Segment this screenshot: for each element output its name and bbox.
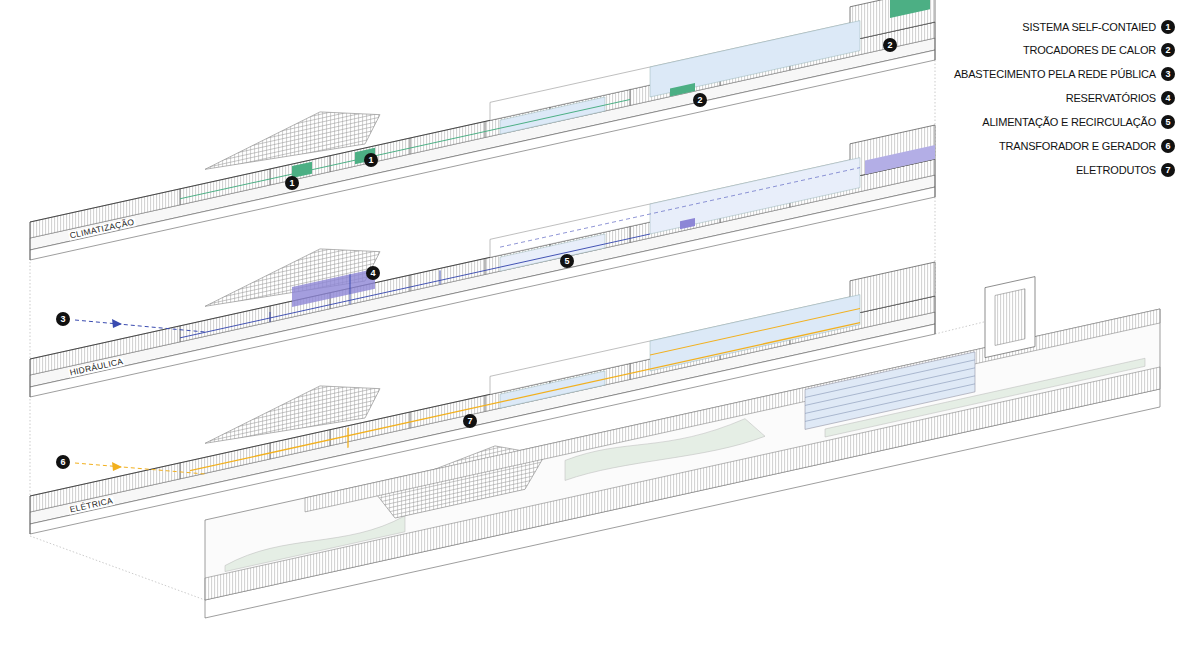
callout-text: 1	[1165, 23, 1170, 32]
callout-number: 3	[1161, 67, 1175, 81]
legend-text: ALIMENTAÇÃO E RECIRCULAÇÃO	[982, 116, 1156, 128]
callout-number: 5	[560, 254, 574, 268]
callout-text: 1	[289, 179, 294, 188]
legend-row: TROCADORES DE CALOR 2	[1023, 43, 1175, 57]
callout-text: 7	[467, 417, 472, 426]
site-base	[205, 249, 1160, 618]
supply-pipe	[75, 319, 205, 332]
callout-text: 5	[1165, 118, 1170, 127]
callout-number: 2	[1161, 43, 1175, 57]
callout-text: 2	[697, 96, 702, 105]
callout-number: 7	[463, 414, 477, 428]
callout-number: 6	[1161, 139, 1175, 153]
callout-text: 6	[1165, 142, 1170, 151]
callout-number: 2	[693, 93, 707, 107]
legend-text: ELETRODUTOS	[1076, 164, 1156, 176]
callout-text: 2	[1165, 46, 1170, 55]
callout-text: 7	[1165, 166, 1170, 175]
callout-text: 1	[368, 156, 373, 165]
callout-number: 7	[1161, 163, 1175, 177]
callout-number: 1	[285, 176, 299, 190]
callout-number: 1	[364, 153, 378, 167]
callout-text: 6	[60, 458, 65, 467]
callout-number: 6	[56, 455, 70, 469]
layer-name: CLIMATIZAÇÃO	[68, 217, 136, 241]
legend-row: TRANSFORADOR E GERADOR 6	[999, 139, 1175, 153]
callout-number: 2	[883, 38, 897, 52]
callout-text: 3	[1165, 70, 1170, 79]
layer-name: ELÉTRICA	[68, 496, 115, 515]
legend-row: SISTEMA SELF-CONTAIED 1	[1022, 20, 1175, 34]
callout-text: 4	[370, 269, 375, 278]
callout-text: 3	[60, 315, 65, 324]
legend-row: ELETRODUTOS 7	[1076, 163, 1175, 177]
legend-text: TROCADORES DE CALOR	[1023, 44, 1156, 56]
callout-number: 1	[1161, 20, 1175, 34]
legend-text: SISTEMA SELF-CONTAIED	[1022, 21, 1156, 33]
legend-row: RESERVATÓRIOS 4	[1066, 91, 1175, 105]
callout-number: 3	[56, 312, 70, 326]
legend-text: RESERVATÓRIOS	[1066, 92, 1156, 104]
callout-text: 5	[564, 257, 569, 266]
callout-text: 4	[1165, 94, 1170, 103]
power-feed	[75, 462, 205, 474]
callout-number: 4	[1161, 91, 1175, 105]
layer-name: HIDRÁULICA	[68, 357, 125, 378]
legend-text: TRANSFORADOR E GERADOR	[999, 140, 1156, 152]
legend-text: ABASTECIMENTO PELA REDE PÚBLICA	[954, 68, 1156, 80]
legend-row: ABASTECIMENTO PELA REDE PÚBLICA 3	[954, 67, 1175, 81]
callout-text: 2	[887, 41, 892, 50]
legend-row: ALIMENTAÇÃO E RECIRCULAÇÃO 5	[982, 115, 1175, 129]
callout-number: 5	[1161, 115, 1175, 129]
callout-number: 4	[366, 266, 380, 280]
